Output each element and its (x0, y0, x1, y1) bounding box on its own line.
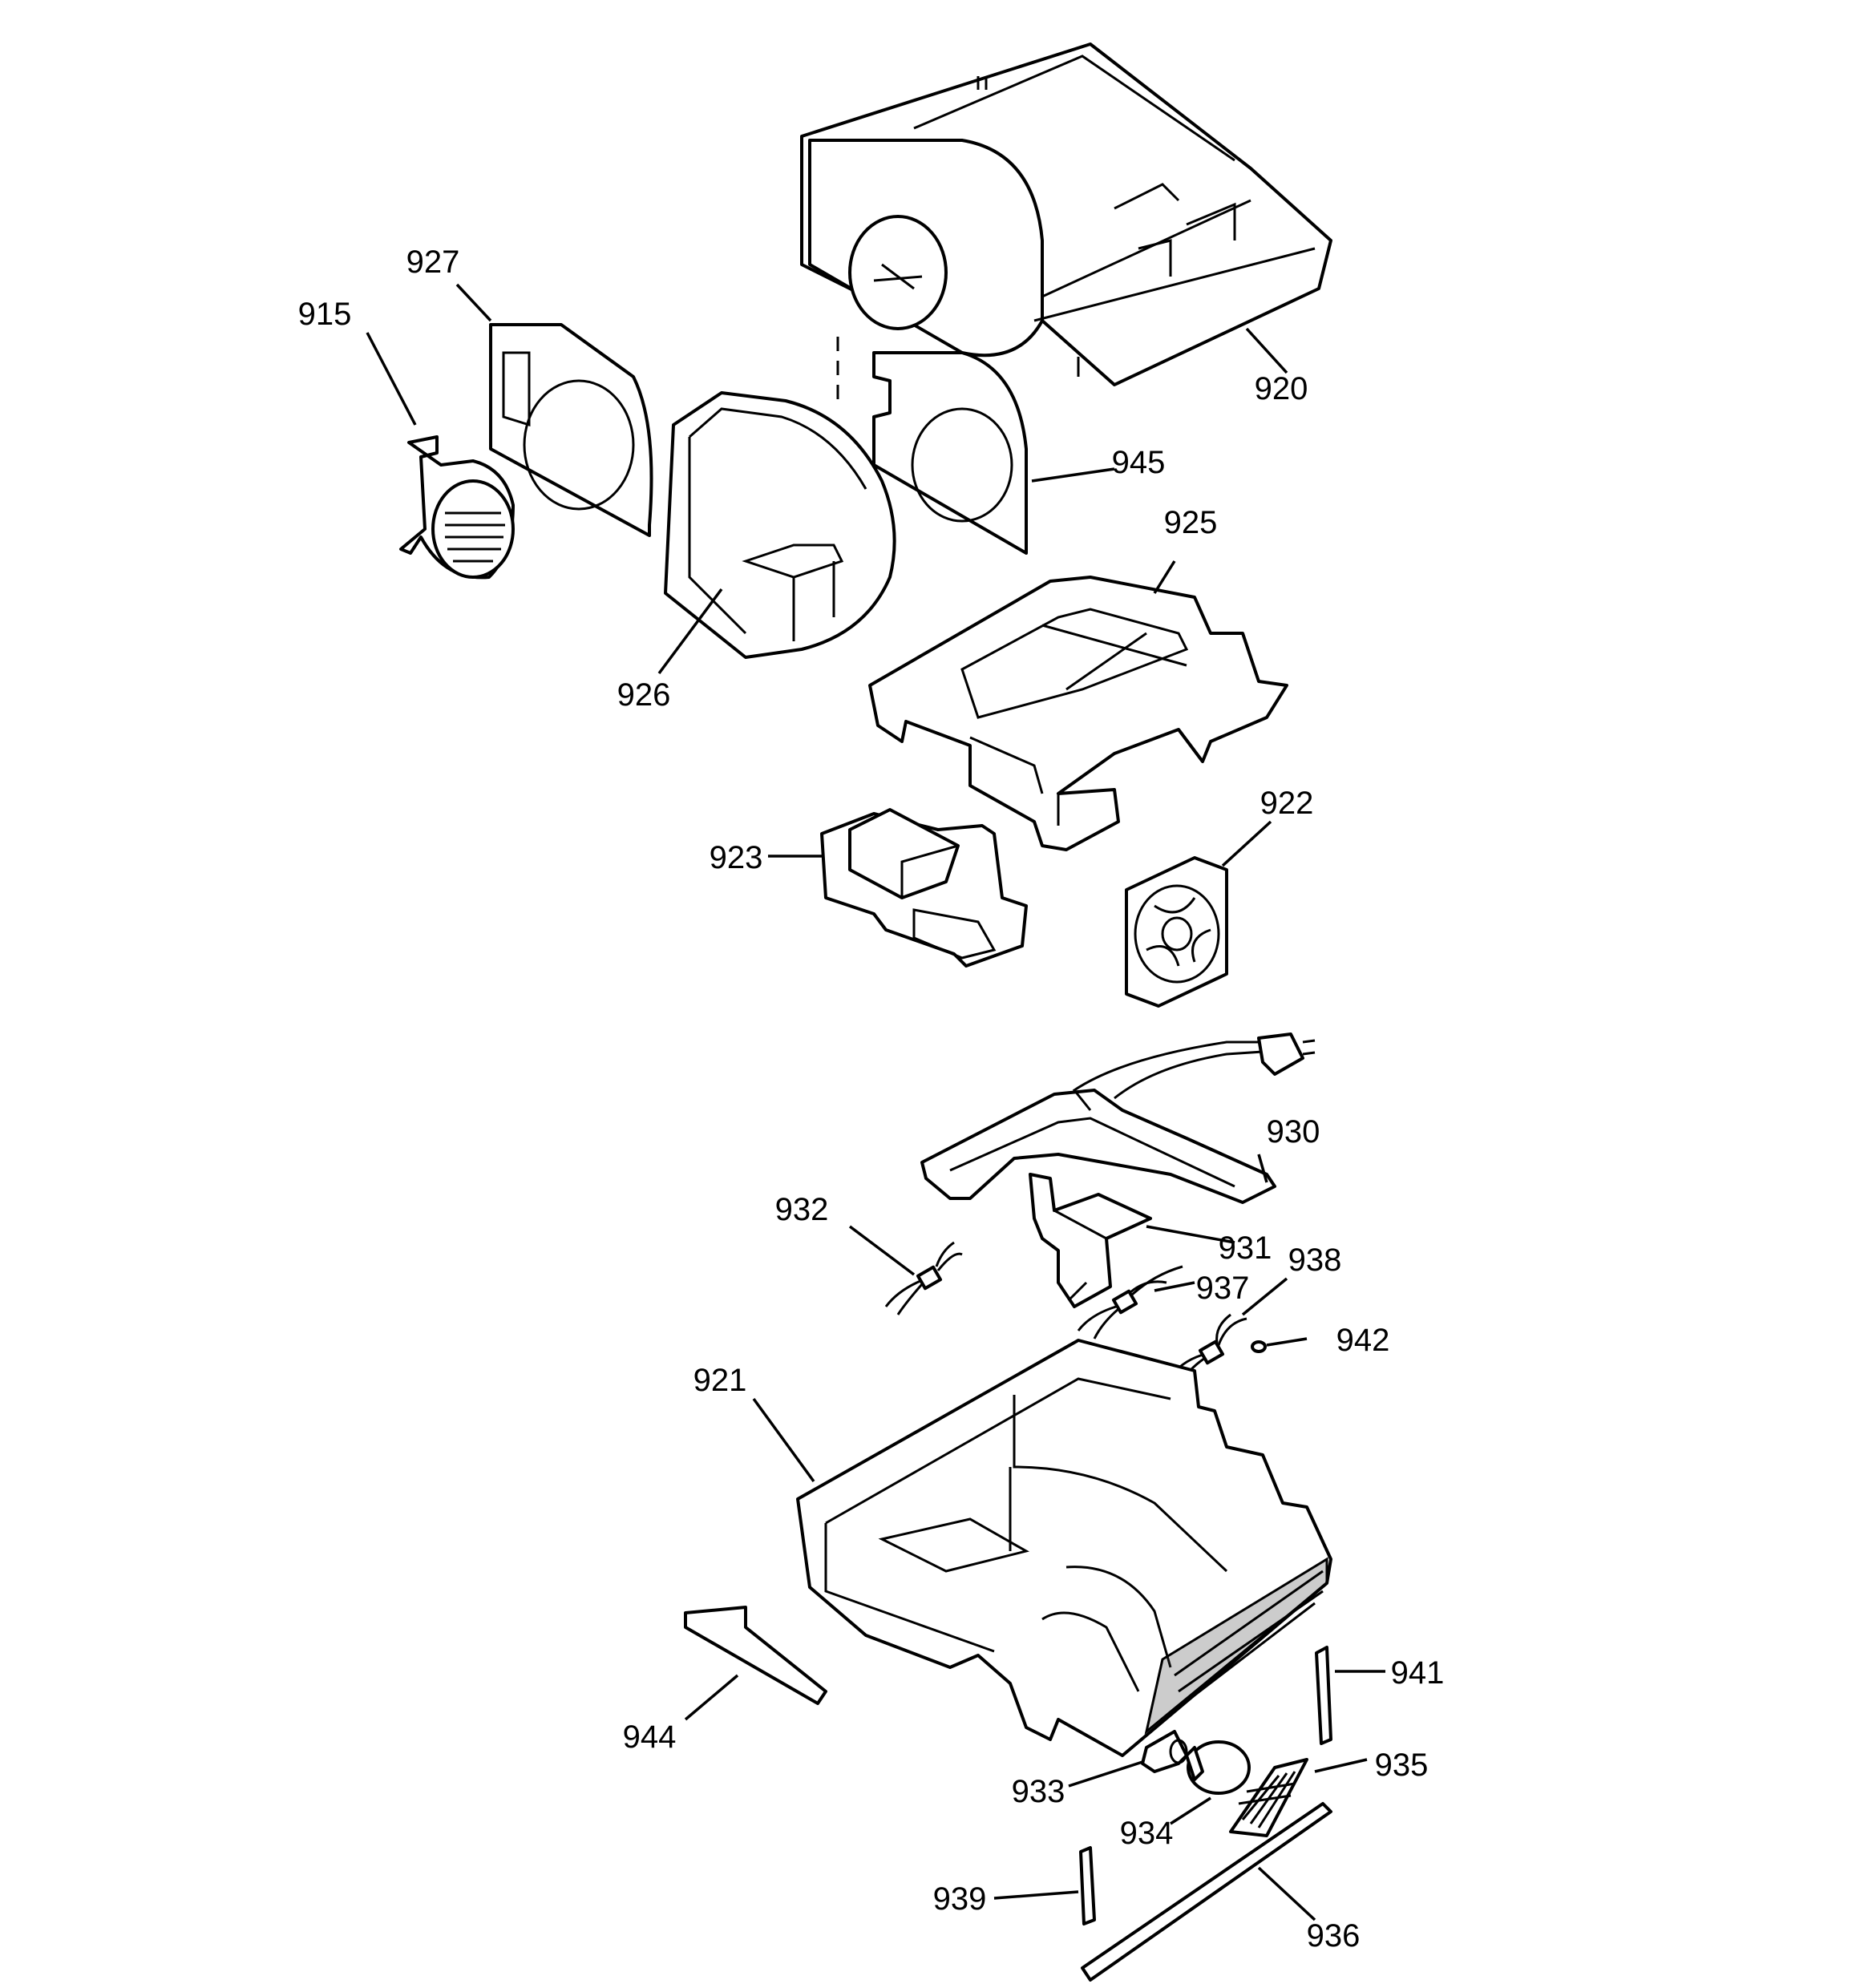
label-931: 931 (1219, 1230, 1272, 1266)
label-944: 944 (623, 1719, 677, 1755)
label-921: 921 (693, 1363, 747, 1398)
part-915-fan-shroud (399, 435, 515, 580)
label-941: 941 (1391, 1655, 1445, 1691)
label-939: 939 (933, 1881, 987, 1917)
label-922: 922 (1260, 786, 1314, 821)
label-942: 942 (1336, 1323, 1390, 1358)
part-945-gasket (872, 351, 1028, 555)
part-927-gasket (489, 323, 653, 537)
part-932-harness (884, 1241, 963, 1315)
label-938: 938 (1288, 1242, 1342, 1278)
part-933-socket (1141, 1730, 1188, 1773)
label-935: 935 (1375, 1748, 1429, 1783)
label-945: 945 (1112, 445, 1166, 480)
label-930: 930 (1267, 1114, 1320, 1150)
leader-lines (366, 283, 1385, 1921)
part-937-harness (1077, 1265, 1183, 1339)
label-927: 927 (406, 244, 460, 280)
part-935-shield (1229, 1758, 1308, 1837)
part-936-strip (1081, 1802, 1332, 1982)
label-932: 932 (775, 1192, 829, 1227)
label-923: 923 (710, 840, 763, 875)
part-944-pad (684, 1606, 827, 1705)
label-936: 936 (1307, 1918, 1361, 1954)
label-920: 920 (1255, 371, 1308, 406)
label-915: 915 (298, 297, 352, 332)
callout-labels: 915 927 920 945 925 926 922 923 930 932 … (298, 244, 1445, 1954)
label-925: 925 (1164, 505, 1218, 540)
label-933: 933 (1012, 1774, 1065, 1809)
part-925-cover (868, 576, 1288, 851)
part-934-bulb (1185, 1740, 1251, 1795)
part-923-control-box (820, 808, 1028, 968)
part-930-heater (920, 1032, 1316, 1204)
part-921-housing (796, 1339, 1332, 1757)
part-926-duct (664, 391, 896, 659)
label-934: 934 (1120, 1816, 1174, 1851)
label-937: 937 (1196, 1271, 1250, 1306)
part-920-housing (800, 42, 1332, 386)
part-922-fan (1125, 856, 1228, 1008)
part-931-bracket (1029, 1173, 1152, 1308)
part-941-post (1315, 1646, 1332, 1745)
part-939-post (1079, 1846, 1096, 1925)
part-942-nut (1251, 1340, 1267, 1353)
label-926: 926 (617, 677, 671, 713)
